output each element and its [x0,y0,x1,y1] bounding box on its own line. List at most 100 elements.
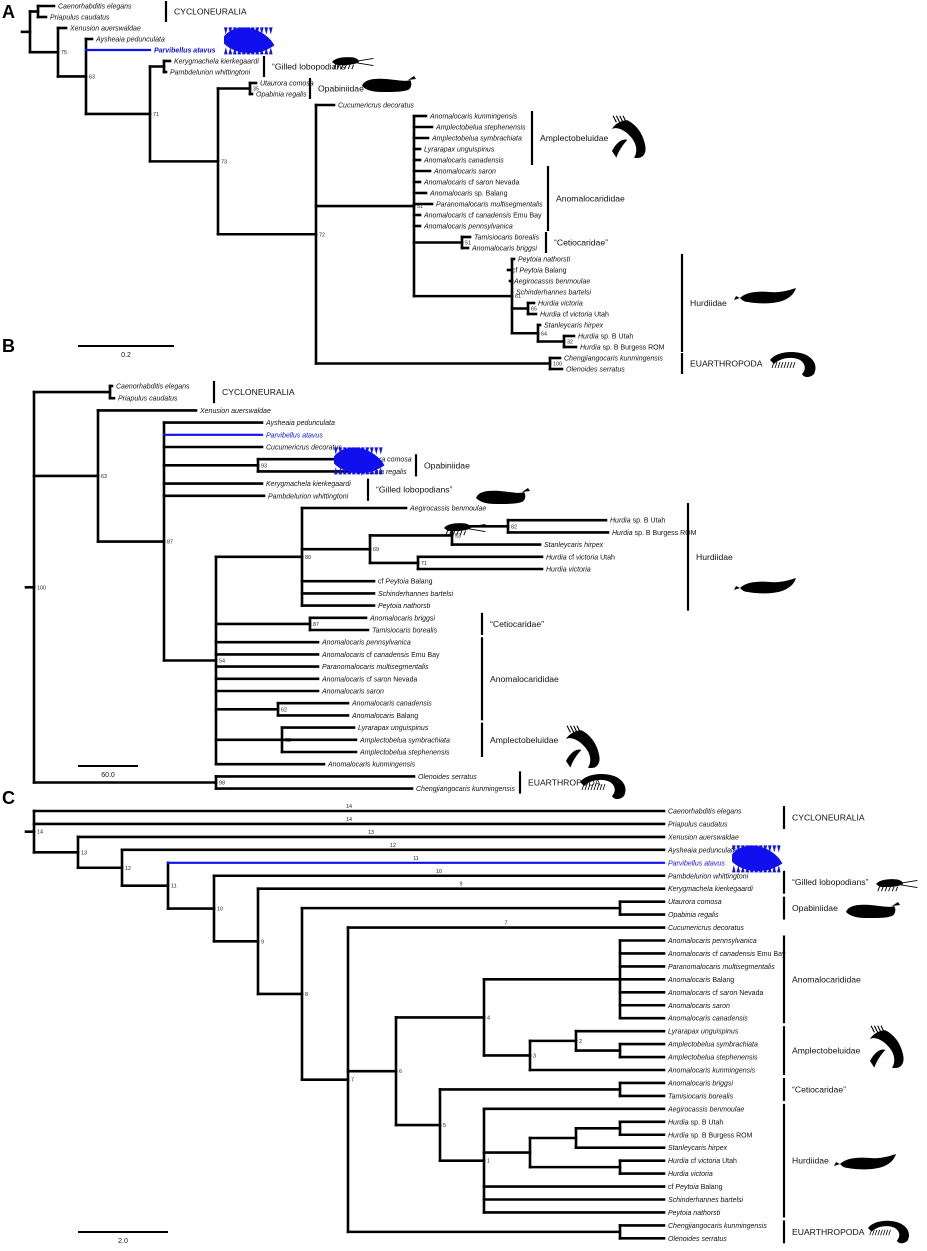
scale-bar-label: 60.0 [101,772,115,779]
taxon-label: Anomalocaris sp. Balang [429,191,508,198]
support-value: 10 [217,907,223,913]
taxon-label: Tamisiocaris borealis [668,1093,734,1100]
taxon-label: Pambdelurion whittingtoni [668,873,749,880]
taxon-label: Caenorhabditis elegans [668,809,742,816]
taxon-label: Anomalocaris cf canadensis Emu Bay [667,951,786,958]
clade-label-cetio: “Cetiocaridae” [490,619,544,629]
taxon-label: Hurdia victoria [546,567,591,574]
amplectobelua-silhouette [870,1025,904,1069]
taxon-label: Anomalocaris pennsylvanica [321,640,411,647]
taxon-label: Anomalocaris Balang [667,977,734,984]
support-value: 72 [319,232,325,238]
taxon-label: Anomalocaris saron [667,1003,730,1010]
support-value: 93 [261,463,267,469]
support-value: 100 [553,362,562,368]
taxon-label: Chengjiangocaris kunmingensis [416,786,515,793]
taxon-label: Parvibellus atavus [668,860,725,867]
clade-label-gilled: “Gilled lobopodians” [272,62,349,72]
taxon-label: Kerygmachela kierkegaardi [266,481,351,488]
taxon-label: Lyrarapax unguispinus [424,147,495,154]
taxon-label: Opabinia regalis [256,92,307,99]
support-value: 62 [281,707,287,713]
taxon-label: Schinderhannes bartelsi [668,1197,744,1204]
support-value: 82 [511,524,517,530]
clade-label-cetio: “Cetiocaridae” [792,1084,846,1094]
support-value: 65 [531,307,537,313]
clade-label-hurd: Hurdiidae [696,552,733,562]
taxon-label: Amplectobelua stephenensis [667,1055,758,1062]
taxon-label: Schinderhannes bartelsi [516,290,592,297]
support-value: 8 [305,992,308,998]
taxon-label: Anomalocaris saron [321,689,384,696]
scale-bar-label: 0.2 [121,352,131,359]
support-value: 51 [465,241,471,247]
support-value: 61 [515,294,521,300]
taxon-label: Stanleycaris hirpex [544,542,604,549]
taxon-label: Stanleycaris hirpex [668,1145,728,1152]
support-value: 69 [373,547,379,553]
taxon-label: Pambdelurion whittingtoni [268,493,349,500]
taxon-label: Caenorhabditis elegans [58,4,132,11]
taxon-label: Tamisiocaris borealis [474,235,540,242]
clade-label-amplec: Amplectobeluidae [792,1046,861,1056]
clade-label-opab: Opabiniidae [792,903,838,913]
taxon-label: Cucumericrus decoratus [668,925,744,932]
taxon-label: Kerygmachela kierkegaardi [668,886,753,893]
clade-label-hurd: Hurdiidae [690,298,727,308]
taxon-label: Anomalocaris cf canadensis Emu Bay [423,213,542,220]
scale-bar-label: 2.0 [118,1238,128,1245]
clade-label-opab: Opabiniidae [318,84,364,94]
clade-label-anomal: Anomalocarididae [792,974,861,984]
clade-label-cetio: “Cetiocaridae” [554,238,608,248]
taxon-label: Caenorhabditis elegans [116,384,190,391]
branch-length-label: 14 [346,804,352,810]
clade-label-gilled: “Gilled lobopodians” [792,877,869,887]
taxon-label: Lyrarapax unguispinus [358,725,429,732]
taxon-label: Hurdia sp. B Utah [610,518,665,525]
panel-letter: B [2,336,15,356]
support-value: 3 [533,1053,536,1059]
clade-label-cyclo: CYCLONEURALIA [792,812,865,822]
support-value: 12 [125,866,131,872]
taxon-label: Parvibellus atavus [266,432,323,439]
panel-letter: C [2,788,15,808]
support-value: 71 [153,112,159,118]
clade-label-opab: Opabiniidae [424,460,470,470]
taxon-label: Anomalocaris briggsi [369,615,435,622]
lobopodian-silhouette [444,523,486,536]
taxon-label: Anomalocaris cf saron Nevada [423,180,519,187]
support-value: 64 [541,331,547,337]
support-value: 87 [167,540,173,546]
lobopodian-silhouette [876,879,918,892]
clade-label-euarth: EUARTHROPODA [690,359,763,369]
clade-label-amplec: Amplectobeluidae [490,735,559,745]
taxon-label: Amplectobelua stephenensis [435,125,526,132]
taxon-label: Anomalocaris cf saron Nevada [667,990,763,997]
clade-label-euarth: EUARTHROPODA [792,1227,865,1237]
taxon-label: Anomalocaris cf saron Nevada [321,676,417,683]
support-value: 63 [89,74,95,80]
taxon-label: Olenoides serratus [418,774,477,781]
clade-label-hurd: Hurdiidae [792,1156,829,1166]
euarthropod-silhouette [770,352,816,377]
support-value: 53 [455,533,461,539]
taxon-label: Anomalocaris kunmingensis [429,114,518,121]
support-value: 73 [221,159,227,165]
taxon-label: Utaurora comosa [668,899,722,906]
support-value: 1 [487,1159,490,1165]
parvibellus-silhouette [732,845,783,873]
taxon-label: Hurdia victoria [538,301,583,308]
taxon-label: Priapulus caudatus [118,396,178,403]
taxon-label: Olenoides serratus [668,1236,727,1243]
taxon-label: Hurdia sp. B Utah [578,334,633,341]
taxon-label: Anomalocaris canadensis [667,1016,748,1023]
taxon-label: Xenusion auerswaldae [199,408,271,415]
taxon-label: Anomalocaris cf canadensis Emu Bay [321,652,440,659]
support-value: 98 [219,781,225,787]
hurdia-silhouette [834,1154,896,1170]
clade-label-anomal: Anomalocarididae [556,194,625,204]
taxon-label: Peytoia nathorsti [668,1210,721,1217]
taxon-label: Aysheaia pedunculata [265,420,335,427]
